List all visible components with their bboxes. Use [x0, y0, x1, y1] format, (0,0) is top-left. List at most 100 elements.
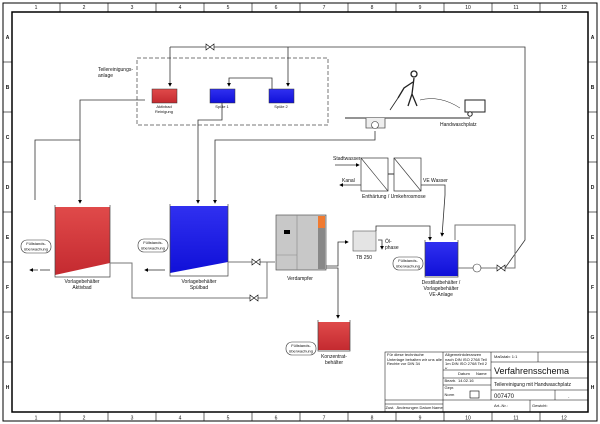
- frame-row-label: E: [591, 235, 595, 241]
- frame-row-label: B: [6, 85, 10, 91]
- frame-column-label: 1: [35, 5, 38, 11]
- level-monitor-active: Füllstands- überwachung: [20, 239, 52, 254]
- pump-icon: [472, 263, 482, 273]
- frame-row-label: H: [591, 385, 595, 391]
- sheet: -: [568, 394, 570, 399]
- weight-label: Gewicht:: [532, 403, 548, 408]
- frame-column-label: 9: [419, 5, 422, 11]
- valve-icon: [496, 264, 506, 272]
- date-header: Datum: [458, 371, 470, 376]
- level-monitor-concentrate: Füllstands- überwachung: [285, 341, 317, 356]
- frame-row-label: H: [6, 385, 10, 391]
- level-monitor-label: überwachung: [24, 247, 48, 252]
- distillate-tank: Destillatbehälter / Vorlagebehälter VE-A…: [422, 224, 516, 298]
- frame-column-label: 3: [131, 5, 134, 11]
- level-monitor-rinse: Füllstands- überwachung: [137, 238, 169, 253]
- frame-row-label: D: [6, 185, 10, 191]
- frame-column-label: 7: [323, 416, 326, 422]
- cleaning-unit-label-2: anlage: [98, 73, 113, 79]
- frame-row-label: D: [591, 185, 595, 191]
- date: 14.02.16: [458, 378, 474, 383]
- tank-label: Konzentrat-: [321, 354, 347, 360]
- tank-label: VE-Anlage: [429, 292, 453, 298]
- name-header: Name: [476, 371, 487, 376]
- tank-label: Reinigung: [155, 109, 173, 114]
- tank-label: Aktivbad: [156, 104, 171, 109]
- level-monitor-label: Füllstands-: [398, 258, 418, 263]
- frame-column-label: 6: [275, 416, 278, 422]
- pump-icon: [371, 121, 379, 129]
- frame-column-label: 8: [371, 416, 374, 422]
- frame-row-label: B: [591, 85, 595, 91]
- frame-column-label: 2: [83, 416, 86, 422]
- tank-spuele-2: [268, 88, 295, 104]
- washer-trailer-icon: [464, 99, 486, 113]
- frame-column-label: 4: [179, 5, 182, 11]
- checked-label: Gepr.: [445, 385, 455, 390]
- frame-row-label: A: [6, 35, 10, 41]
- evaporator: Verdampfer: [275, 214, 349, 319]
- concentrate-tank: Konzentrat- behälter: [317, 320, 351, 366]
- tolerances: Allgemeintoleranzen nach DIN ISO 2768 Te…: [445, 353, 487, 369]
- rights-note: Für diese technische Unterlage behalten …: [387, 353, 442, 367]
- level-monitor-distillate: Füllstands- überwachung: [392, 256, 424, 271]
- worker-pressure-washer-icon: [389, 70, 461, 111]
- revision-header: Änderungen: [397, 405, 419, 410]
- rinse-bath-tank: Vorlagebehälter Spülbad: [144, 103, 275, 299]
- wash-station-label: Handwaschplatz: [440, 122, 477, 128]
- frame-column-label: 4: [179, 416, 182, 422]
- frame-column-label: 7: [323, 5, 326, 11]
- frame-column-label: 6: [275, 5, 278, 11]
- tank-label: Spülbad: [190, 285, 209, 291]
- oil-phase-label: phase: [385, 245, 399, 251]
- tank-label: Vorlagebehälter: [181, 279, 216, 285]
- drawing-title: Verfahrensschema: [494, 366, 569, 376]
- ve-water-label: VE Wasser: [423, 178, 448, 184]
- cleaning-unit-label-1: Teilereinigungs-: [98, 67, 133, 73]
- tank-label: behälter: [325, 360, 343, 366]
- drawing-subtitle: Teilereinigung mit Handwaschplatz: [494, 382, 571, 388]
- level-monitor-label: überwachung: [396, 264, 420, 269]
- frame-row-label: F: [591, 285, 594, 291]
- valve-icon: [205, 43, 215, 51]
- tank-label: Vorlagebehälter: [64, 279, 99, 285]
- revision-header: Name: [432, 405, 443, 410]
- frame-column-label: 11: [513, 416, 518, 422]
- frame-column-label: 2: [83, 5, 86, 11]
- frame-row-label: C: [6, 135, 10, 141]
- frame-column-label: 9: [419, 416, 422, 422]
- scale: Maßstab: 1:1: [494, 354, 518, 359]
- frame-column-label: 12: [561, 416, 567, 422]
- level-monitor-label: überwachung: [289, 349, 313, 354]
- article-number-label: Art.-Nr.:: [494, 403, 508, 408]
- tank-aktivbad-reinigung: [151, 88, 178, 104]
- frame-column-label: 1: [35, 416, 38, 422]
- valve-icon: [251, 258, 261, 266]
- frame-column-label: 10: [465, 416, 471, 422]
- tank-label: Vorlagebehälter: [423, 286, 458, 292]
- active-bath-tank: Vorlagebehälter Aktivbad: [29, 99, 252, 299]
- company-logo: [469, 390, 480, 399]
- frame-column-label: 12: [561, 5, 567, 11]
- level-monitor-label: Füllstands-: [26, 241, 46, 246]
- title-block-text: Für diese technische Unterlage behalten …: [386, 353, 572, 410]
- sewer-label: Kanal: [342, 178, 355, 184]
- frame-row-label: G: [6, 335, 10, 341]
- frame-column-label: 8: [371, 5, 374, 11]
- frame-column-label: 3: [131, 416, 134, 422]
- tank-spuele-1: [209, 88, 236, 104]
- frame-row-label: G: [591, 335, 595, 341]
- title-block: [384, 351, 589, 413]
- frame-column-label: 5: [227, 5, 230, 11]
- frame-column-label: 5: [227, 416, 230, 422]
- city-water-label: Stadtwasser: [333, 156, 361, 162]
- separator-label: TB 250: [356, 255, 372, 261]
- oil-phase-label: Öl-: [385, 238, 392, 245]
- frame-row-label: C: [591, 135, 595, 141]
- tank-label: Spüle 2: [274, 104, 288, 109]
- frame-column-label: 10: [465, 5, 471, 11]
- frame-row-label: F: [6, 285, 9, 291]
